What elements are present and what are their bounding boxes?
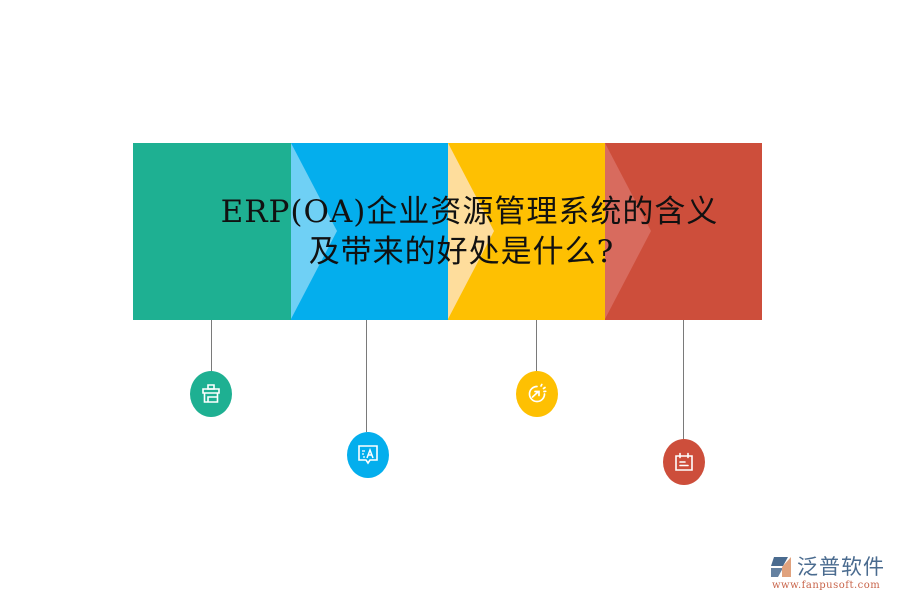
connector-line-1 xyxy=(211,320,212,372)
connector-line-3 xyxy=(536,320,537,372)
badge-calendar xyxy=(663,439,705,485)
calendar-icon xyxy=(675,452,693,471)
segment-yellow xyxy=(448,143,605,320)
logo-name: 泛普软件 xyxy=(797,555,885,579)
connector-line-2 xyxy=(366,320,367,432)
chevron-arrow xyxy=(605,143,651,319)
title-banner xyxy=(133,143,762,320)
clock-arrow-icon xyxy=(528,383,547,403)
chevron-arrow xyxy=(291,143,337,319)
segment-red xyxy=(605,143,762,320)
badge-toolbox xyxy=(190,371,232,417)
badge-clock-arrow xyxy=(516,371,558,417)
logo-mark-icon xyxy=(771,557,791,577)
segment-blue xyxy=(291,143,448,320)
connector-line-4 xyxy=(683,320,684,440)
chevron-arrow xyxy=(448,143,494,319)
logo-url[interactable]: www.fanpusoft.com xyxy=(772,580,881,591)
brand-logo[interactable]: 泛普软件 www.fanpusoft.com xyxy=(768,553,893,593)
toolbox-icon xyxy=(202,384,220,403)
segment-green xyxy=(133,143,291,320)
translate-chat-icon xyxy=(358,445,378,465)
badge-translate xyxy=(347,432,389,478)
